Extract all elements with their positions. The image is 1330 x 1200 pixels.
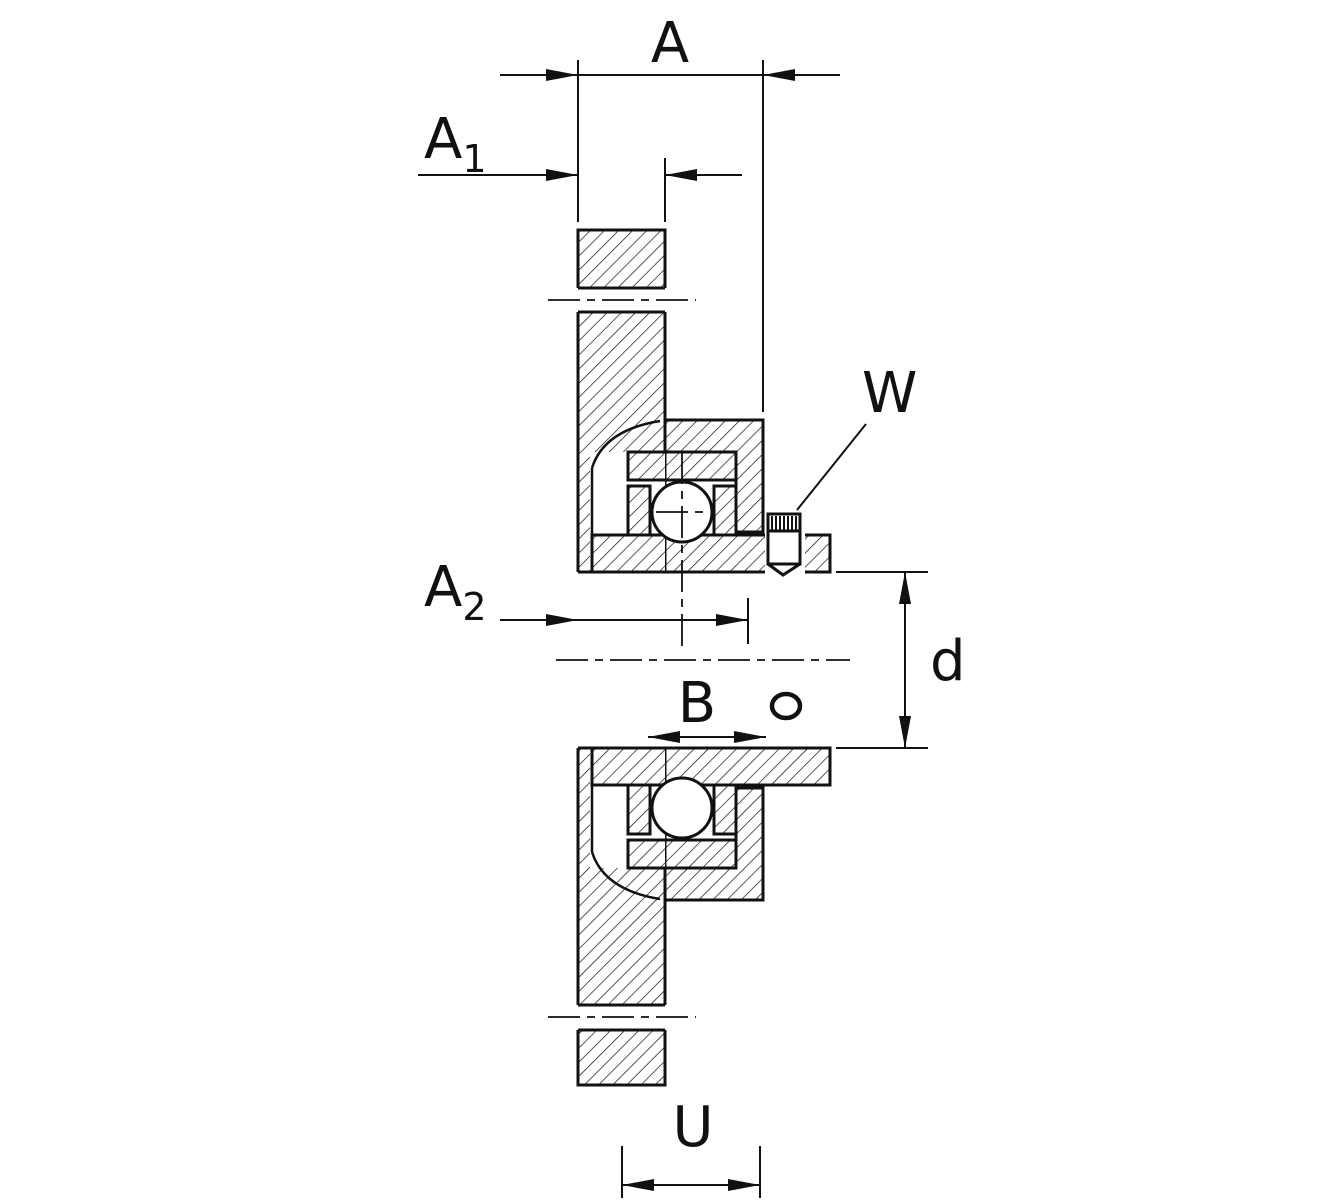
dim-label-a: A [651,11,689,76]
dimension-u: U [621,1095,761,1198]
callout-w: W [796,361,917,511]
dim-label-a1-sub: 1 [462,137,486,181]
bearing-ball-bottom [650,776,714,840]
set-screw-thread-lines [771,516,797,530]
dimension-a2: A2 [424,555,749,644]
dim-label-a2-base: A [424,555,462,620]
sleeve-bottom [590,746,832,787]
dim-label-a1-base: A [424,107,462,172]
flange-plate [560,228,830,1087]
dimension-a: A [500,11,840,412]
dim-label-d: d [930,629,966,694]
casting-fillets [590,419,661,901]
dimension-d: d [836,571,966,749]
centerlines [548,299,850,1018]
dim-label-w: W [862,361,917,426]
dimension-a1: A1 [418,107,742,222]
dim-label-b: B [678,671,716,736]
dim-label-a1: A1 [424,107,487,181]
set-screw-far-hole [769,691,803,721]
w-leader-line [796,423,867,511]
dim-label-u: U [673,1095,714,1160]
set-screw-tip [767,562,801,577]
set-screw [765,508,805,577]
dim-label-a2-sub: 2 [462,585,486,629]
dimension-b: B [648,671,766,743]
dim-label-a2: A2 [424,555,487,629]
outer-ring-bottom [626,838,738,870]
